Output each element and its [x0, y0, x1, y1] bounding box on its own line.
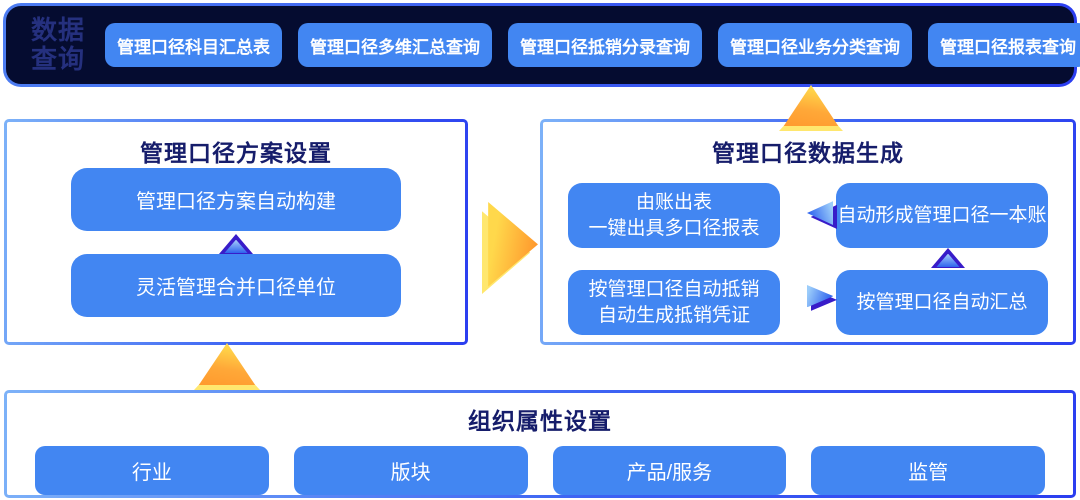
plan-box-title: 管理口径方案设置 — [140, 140, 332, 166]
ledger-to-report-button[interactable]: 由账出表 一键出具多口径报表 — [568, 183, 780, 248]
industry-button[interactable]: 行业 — [35, 446, 269, 495]
blue-right-arrow-icon — [807, 285, 837, 311]
blue-left-arrow-icon — [807, 201, 837, 229]
org-box-title: 组织属性设置 — [468, 408, 612, 434]
query-button-multidim-summary[interactable]: 管理口径多维汇总查询 — [298, 23, 492, 67]
node-text-line: 自动形成管理口径一本账 — [837, 204, 1047, 226]
plan-auto-build-button[interactable]: 管理口径方案自动构建 — [71, 168, 401, 231]
query-button-report[interactable]: 管理口径报表查询 — [928, 23, 1080, 67]
sector-button[interactable]: 版块 — [293, 446, 528, 495]
auto-offset-voucher-button[interactable]: 按管理口径自动抵销 自动生成抵销凭证 — [568, 270, 780, 335]
node-text-line: 按管理口径自动抵销 — [588, 278, 760, 300]
product-service-button[interactable]: 产品/服务 — [552, 446, 787, 495]
plan-settings-box: 管理口径方案设置 管理口径方案自动构建 灵活管理合并口径单位 — [4, 119, 468, 345]
query-button-subject-summary[interactable]: 管理口径科目汇总表 — [105, 23, 282, 67]
org-attributes-box: 组织属性设置 行业 版块 产品/服务 监管 — [4, 390, 1076, 498]
node-text-line: 自动生成抵销凭证 — [597, 304, 750, 326]
regulation-button[interactable]: 监管 — [811, 446, 1045, 495]
flexible-merge-unit-button[interactable]: 灵活管理合并口径单位 — [71, 254, 401, 317]
data-generation-box: 管理口径数据生成 由账出表 一键出具多口径报表 自动形成管理口径一本账 按管理口… — [540, 119, 1076, 345]
yellow-right-arrow-icon — [482, 202, 538, 294]
data-query-label: 数据查询 — [31, 15, 86, 74]
yellow-up-arrow-icon — [194, 343, 260, 390]
yellow-up-arrow-icon — [779, 85, 843, 131]
query-button-offset-entries[interactable]: 管理口径抵销分录查询 — [508, 23, 702, 67]
data-query-bar: 数据查询 管理口径科目汇总表 管理口径多维汇总查询 管理口径抵销分录查询 管理口… — [3, 3, 1080, 87]
up-chevron-icon — [931, 248, 965, 268]
query-button-business-category[interactable]: 管理口径业务分类查询 — [718, 23, 912, 67]
generate-box-title: 管理口径数据生成 — [712, 140, 904, 166]
auto-form-one-ledger-button[interactable]: 自动形成管理口径一本账 — [836, 183, 1048, 248]
auto-summary-button[interactable]: 按管理口径自动汇总 — [836, 270, 1048, 335]
node-text-line: 由账出表 — [635, 191, 712, 213]
node-text-line: 一键出具多口径报表 — [588, 217, 760, 239]
node-text-line: 按管理口径自动汇总 — [856, 291, 1028, 313]
up-chevron-icon — [219, 234, 253, 254]
